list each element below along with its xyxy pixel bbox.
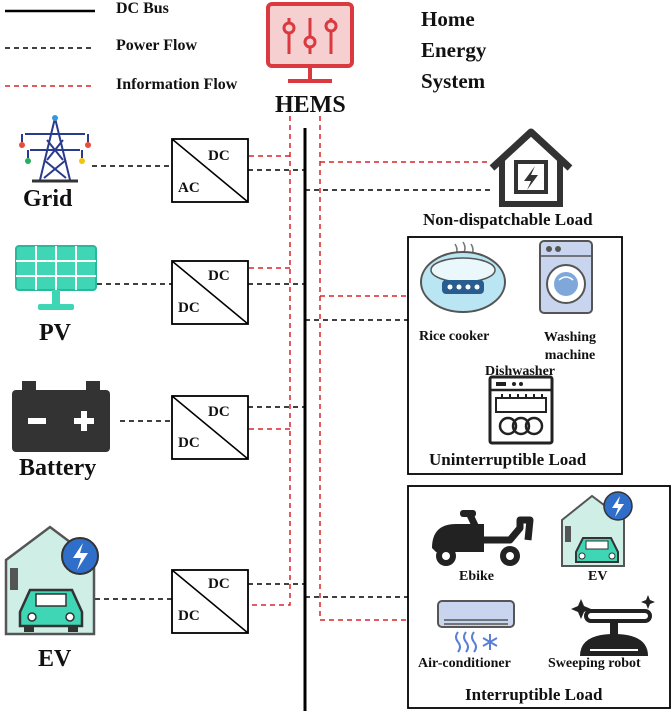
converter-pv-top-label: DC (208, 268, 230, 284)
converter-pv-bottom-label: DC (178, 300, 200, 316)
interruptible-load-box (407, 485, 671, 709)
power-flow-lines (92, 165, 490, 600)
converter-ev-bottom-label: DC (178, 608, 200, 624)
washing-machine-icon (539, 240, 593, 314)
non-dispatchable-load-title: Non-dispatchable Load (423, 210, 593, 229)
converter-battery-top-label: DC (208, 404, 230, 420)
legend-power-flow-label: Power Flow (116, 37, 198, 54)
interruptible-load-title: Interruptible Load (465, 685, 603, 704)
ev-charging-house-icon (4, 525, 99, 636)
battery-icon (12, 381, 110, 452)
system-title-line1: Home (421, 7, 475, 31)
system-title-line2: Energy (421, 38, 487, 62)
sweeping-robot-icon (571, 595, 655, 656)
legend (5, 9, 95, 87)
uninterruptible-load-title: Uninterruptible Load (429, 450, 587, 469)
converter-ev-top-label: DC (208, 576, 230, 592)
ev-load-label: EV (588, 569, 608, 584)
legend-dc-bus-label: DC Bus (116, 0, 169, 17)
sweeping-robot-label: Sweeping robot (548, 656, 641, 671)
air-conditioner-label: Air-conditioner (418, 656, 511, 671)
grid-label: Grid (23, 186, 73, 212)
washing-machine-label: Washing machine (543, 330, 597, 363)
ebike-label: Ebike (459, 569, 495, 584)
converter-grid (171, 138, 249, 203)
converter-battery (171, 395, 249, 460)
solar-panel-icon (15, 245, 97, 310)
hems-monitor-icon (266, 2, 354, 83)
dishwasher-icon (488, 375, 554, 445)
information-flow-lines (249, 116, 487, 621)
converter-ev (171, 569, 249, 634)
ev-source-label: EV (38, 646, 72, 672)
dishwasher-label: Dishwasher (485, 364, 556, 379)
grid-tower-icon (19, 115, 91, 183)
ev-charging-small-icon (561, 491, 633, 567)
converter-grid-bottom-label: AC (178, 180, 200, 196)
ebike-icon (432, 510, 534, 566)
rice-cooker-label: Rice cooker (419, 329, 490, 344)
rice-cooker-icon (420, 241, 506, 313)
uninterruptible-load-box (407, 236, 623, 475)
system-title-line3: System (421, 69, 486, 93)
converter-pv (171, 260, 249, 325)
legend-information-flow-label: Information Flow (116, 76, 238, 93)
house-power-icon (489, 128, 573, 207)
converter-battery-bottom-label: DC (178, 435, 200, 451)
battery-label: Battery (19, 455, 97, 481)
hems-label: HEMS (275, 92, 346, 118)
air-conditioner-icon (437, 600, 515, 653)
pv-label: PV (39, 320, 71, 346)
converter-grid-top-label: DC (208, 148, 230, 164)
